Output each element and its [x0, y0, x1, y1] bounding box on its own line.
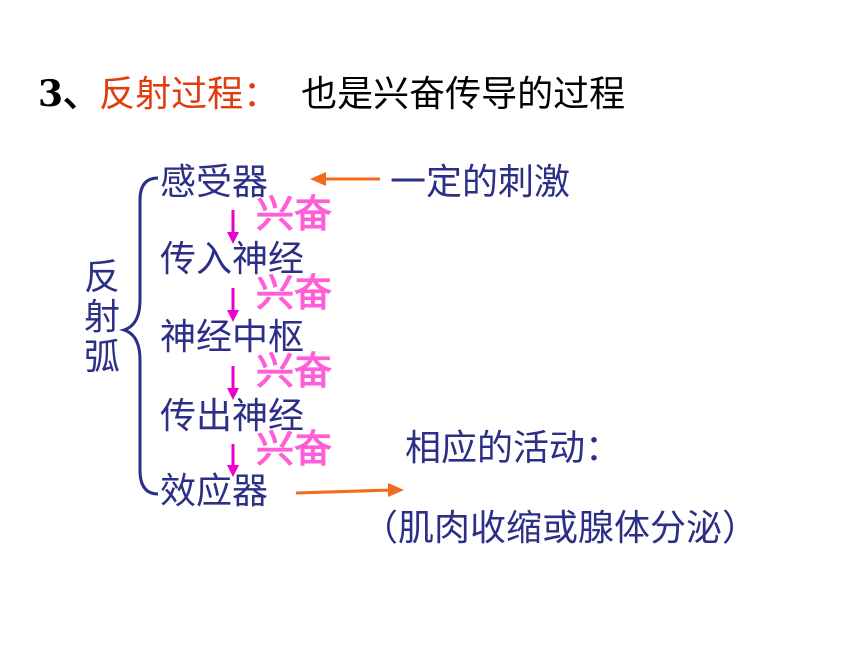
curly-brace — [118, 176, 159, 496]
stage-nerve-center: 神经中枢 — [160, 317, 305, 358]
response-title: 相应的活动： — [405, 428, 622, 469]
down-arrow-icon — [227, 288, 239, 322]
response-arrow-icon — [295, 483, 404, 497]
excite-label: 兴奋 — [256, 427, 333, 471]
down-arrow-icon — [227, 366, 239, 400]
heading-label: 反射过程： — [99, 74, 280, 115]
stage-afferent-nerve: 传入神经 — [160, 239, 305, 280]
response-detail: （肌肉收缩或腺体分泌） — [362, 508, 759, 549]
side-char-1: 反 — [83, 257, 120, 298]
stage-effector: 效应器 — [160, 471, 269, 512]
heading-description: 也是兴奋传导的过程 — [301, 74, 626, 115]
stage-receptor: 感受器 — [160, 162, 269, 203]
excite-label: 兴奋 — [256, 271, 333, 315]
heading: 3、反射过程： 也是兴奋传导的过程 — [38, 70, 625, 119]
stimulus-arrow-icon — [310, 172, 380, 186]
down-arrow-icon — [227, 444, 239, 477]
excite-label: 兴奋 — [256, 349, 333, 393]
side-char-3: 弧 — [83, 337, 120, 378]
section-number: 3、 — [38, 73, 100, 115]
reflex-arc-label: 反 射 弧 — [80, 258, 124, 378]
stage-efferent-nerve: 传出神经 — [160, 396, 305, 437]
stimulus-text: 一定的刺激 — [390, 162, 571, 203]
side-char-2: 射 — [83, 297, 120, 338]
down-arrow-icon — [227, 210, 239, 244]
excite-label: 兴奋 — [256, 192, 333, 236]
